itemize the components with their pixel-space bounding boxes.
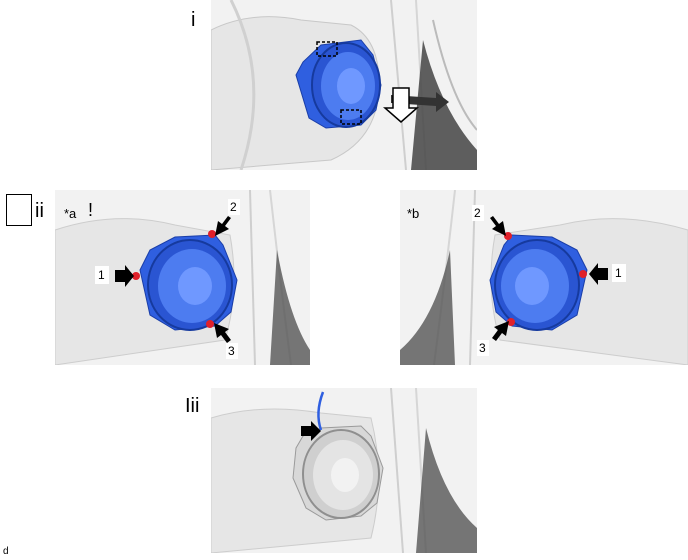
connector-arrow-icon	[301, 421, 321, 441]
door-panel-illustration-a: 1 2 3	[55, 190, 310, 365]
speaker-i	[295, 39, 382, 129]
door-panel-illustration-i	[211, 0, 477, 170]
view-b-tag: *b	[407, 206, 420, 221]
clip-2-b	[504, 232, 512, 240]
clip-highlight-bottom	[340, 109, 362, 125]
clip-1-b	[579, 270, 587, 278]
clip-1-a	[132, 272, 140, 280]
step-ii-label: ii	[35, 200, 44, 222]
callout-1-b: 1	[615, 266, 622, 280]
view-a-mark: !	[88, 200, 94, 220]
door-panel-illustration-b: 1 2 3	[400, 190, 688, 365]
speaker-b	[489, 234, 588, 331]
speaker-wire	[317, 391, 325, 431]
step-ii-box	[6, 194, 32, 226]
callout-2-a: 2	[230, 200, 237, 214]
arrow-2-a-icon	[215, 216, 231, 236]
removal-arrow-icon	[383, 87, 449, 123]
view-a-tag: *a	[64, 206, 77, 221]
step-i-label: i	[191, 9, 196, 31]
arrow-3-b-icon	[492, 321, 509, 341]
callout-2-b: 2	[474, 206, 481, 220]
clip-3-a	[206, 320, 214, 328]
arrow-1-b-icon	[589, 263, 608, 285]
clip-3-b	[507, 318, 515, 326]
callout-3-a: 3	[228, 344, 235, 358]
arrow-3-a-icon	[214, 323, 231, 343]
clip-highlight-top	[316, 41, 338, 57]
door-panel-illustration-iii	[211, 388, 477, 553]
speaker-a	[139, 234, 238, 331]
arrow-2-b-icon	[490, 216, 506, 236]
step-iii-label: Iii	[185, 395, 200, 417]
callout-3-b: 3	[479, 341, 486, 355]
panel-view-a: 1 2 3	[55, 190, 310, 365]
callout-1-a: 1	[98, 268, 105, 282]
panel-view-b: 1 2 3	[400, 190, 688, 365]
footer-code: d	[3, 546, 9, 557]
clip-2-a	[208, 230, 216, 238]
panel-step-iii	[211, 388, 477, 553]
arrow-1-a-icon	[115, 265, 134, 287]
panel-step-i	[211, 0, 477, 170]
